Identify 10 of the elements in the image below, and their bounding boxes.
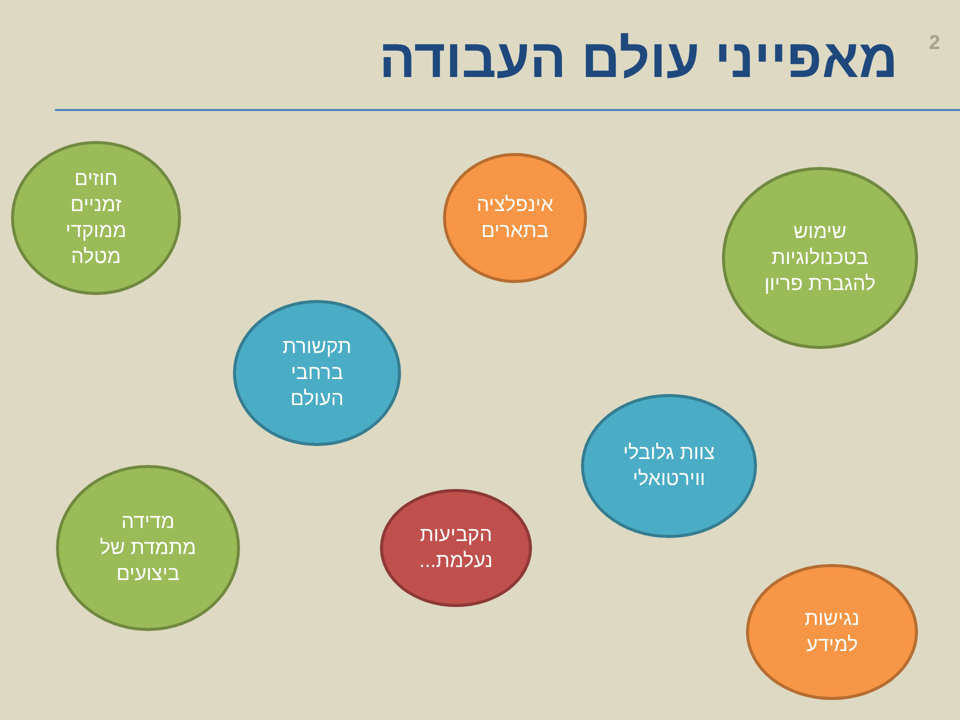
topic-text: תקשורת ברחבי העולם <box>282 335 352 412</box>
topic-text: חוזים זמניים ממוקדי מטלה <box>64 167 128 270</box>
slide-title: מאפייני עולם העבודה <box>379 30 898 90</box>
topic-text: אינפלציה בתארים <box>476 193 554 244</box>
topic-text: צוות גלובלי ווירטואלי <box>622 441 716 492</box>
topic-text: נגישות למידע <box>803 607 861 658</box>
page-number: 2 <box>929 32 940 55</box>
topic-text: הקביעות נעלמת... <box>418 523 494 574</box>
topic-text: מדידה מתמדת של ביצועים <box>98 510 198 587</box>
topic-text: שימוש בטכנולוגיות להגברת פריון <box>763 220 877 297</box>
